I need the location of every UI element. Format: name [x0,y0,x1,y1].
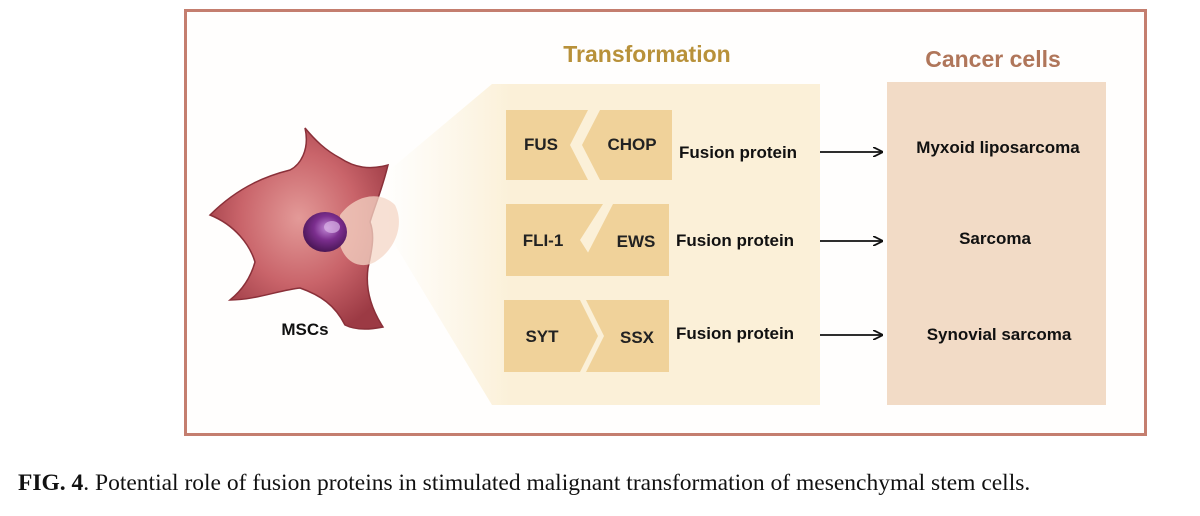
figure-label: FIG. 4 [18,470,84,496]
ews-tile [576,204,669,276]
fli1-tile [506,204,603,276]
cancer-cells-heading: Cancer cells [925,46,1061,72]
fusion-protein-label: Fusion protein [676,324,794,343]
gene-label: EWS [617,232,656,251]
cancer-type-label: Synovial sarcoma [927,325,1072,344]
cancer-cells-panel [887,82,1106,405]
caption-text: . Potential role of fusion proteins in s… [83,470,1031,496]
fusion-row-2: FLI-1 EWS Fusion protein Sarcoma [506,204,1031,276]
chop-tile [582,110,672,180]
cancer-type-label: Sarcoma [959,229,1031,248]
fus-tile [506,110,588,180]
gene-label: SSX [620,328,655,347]
fusion-row-3: SYT SSX Fusion protein Synovial sarcoma [504,300,1072,372]
gene-label: FUS [524,135,558,154]
fusion-protein-label: Fusion protein [679,143,797,162]
msc-cell-illustration [208,127,399,330]
figure-caption: FIG. 4. Potential role of fusion protein… [18,470,1188,497]
fusion-row-1: FUS CHOP Fusion protein Myxoid liposarco… [506,110,1080,180]
cancer-type-label: Myxoid liposarcoma [916,138,1080,157]
gene-label: SYT [525,327,559,346]
syt-tile [504,300,598,372]
nucleus-icon [303,212,347,252]
gene-label: FLI-1 [523,231,564,250]
gene-label: CHOP [607,135,656,154]
msc-label: MSCs [281,320,328,339]
ssx-tile [586,300,669,372]
transformation-heading: Transformation [563,41,730,67]
fusion-protein-label: Fusion protein [676,231,794,250]
